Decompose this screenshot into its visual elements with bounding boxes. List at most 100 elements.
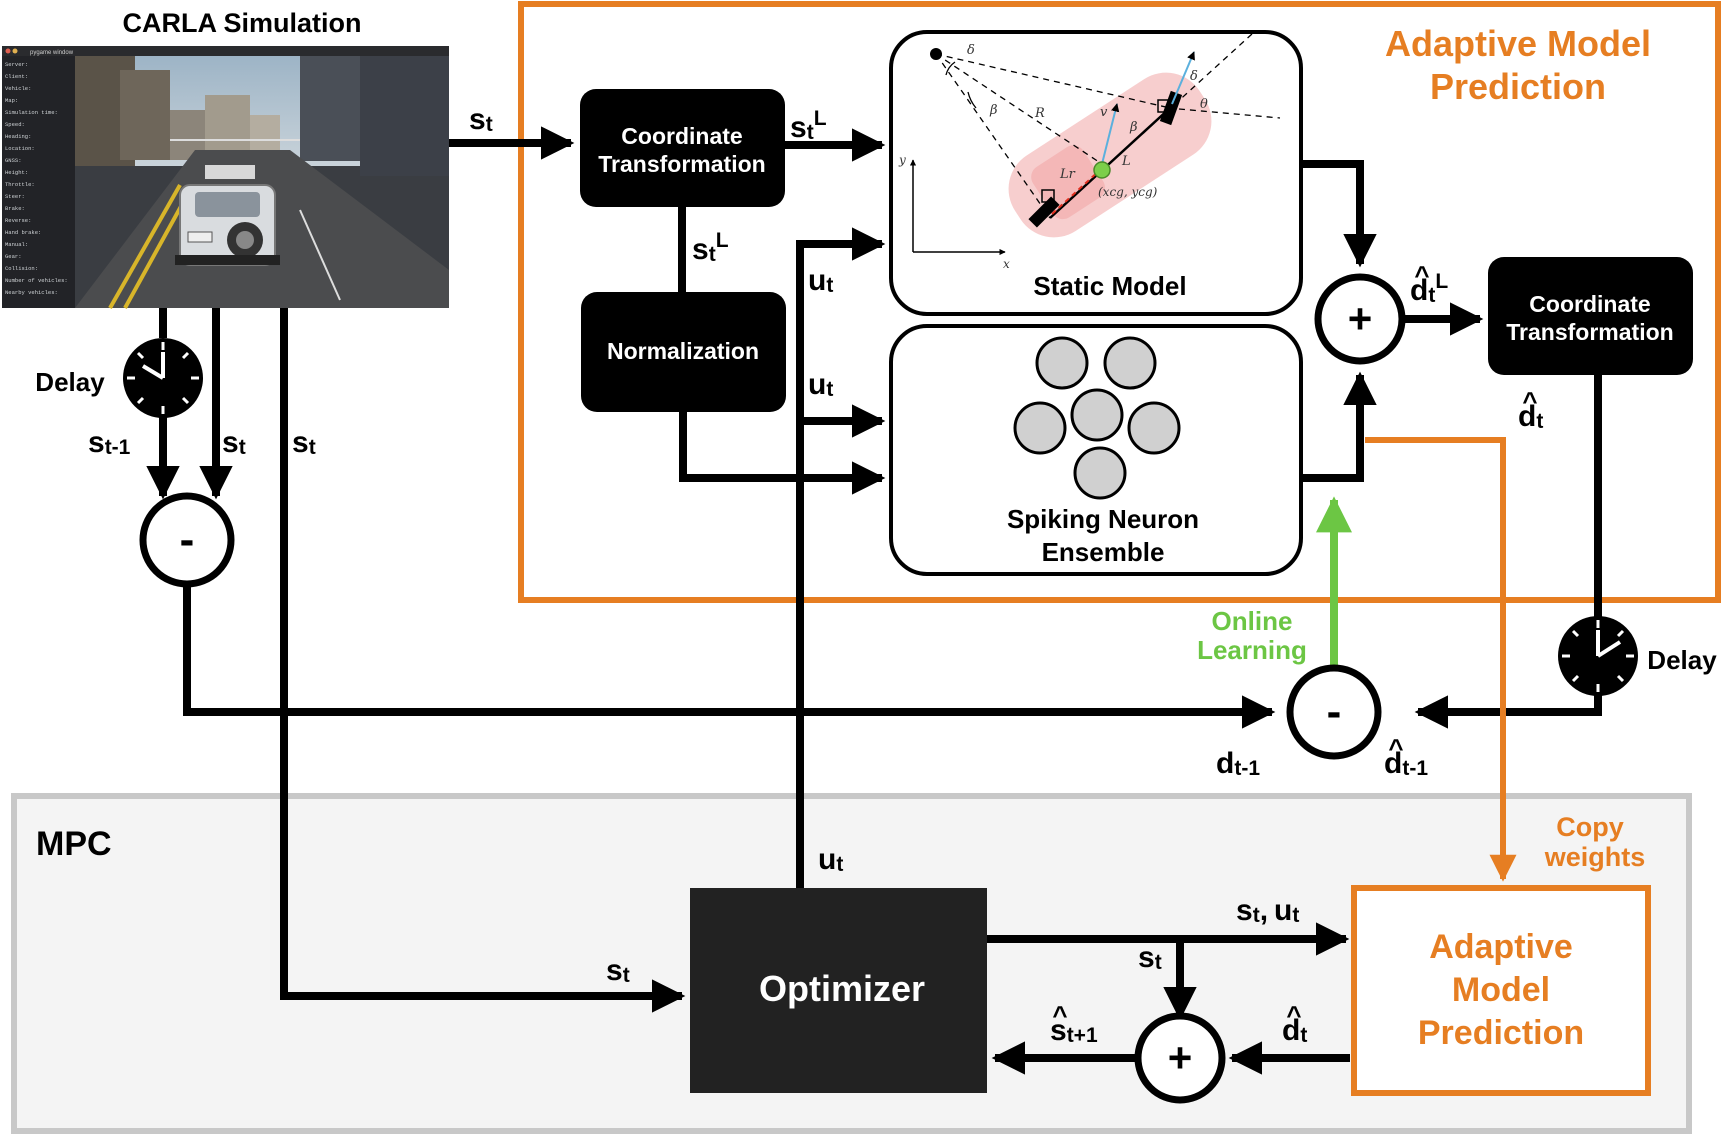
carla-hud-line: Collision: [5,265,38,272]
wire-delay-to-minus [1414,692,1602,729]
symbol-R: R [1034,106,1045,121]
carla-hud-line: GNSS: [5,157,22,164]
delay-clock-right-icon [1558,616,1638,696]
snn-label-line2: Ensemble [1042,537,1165,567]
label-dt-hat-bottom: dt [1282,1014,1307,1047]
copy-weights-line2: weights [1544,842,1646,872]
sum-node-bottom-symbol: + [1168,1034,1193,1081]
label-st-ut-to-amp: st,ut [1236,894,1299,927]
wire-minus-left-to-minus-right [183,584,1276,729]
axis-x-symbol: x [1003,257,1010,271]
minus-node-left-symbol: - [180,515,195,564]
optimizer-block [690,888,987,1093]
adaptive-model-prediction-frame [518,1,1721,603]
delay-right-label: Delay [1647,645,1717,675]
snn-label-line1: Spiking Neuron [1007,504,1199,534]
carla-hud-line: Reverse: [5,217,31,224]
carla-window-title: pygame window [30,50,74,56]
label-ut-optimizer: ut [818,843,843,876]
carla-hud-text: Server:Client:Vehicle:Map:Simulation tim… [5,61,68,296]
carla-hud-line: Nearby vehicles: [5,289,58,296]
online-learning-line2: Learning [1197,635,1307,665]
symbol-Lr: Lr [1059,167,1076,182]
carla-hud-line: Brake: [5,205,25,212]
amp-title-line2: Prediction [1430,66,1606,107]
label-ut-snn: ut [808,368,833,401]
neuron-cluster [1013,336,1181,500]
carla-hud-line: Hand brake: [5,229,41,236]
carla-hud-line: Simulation time: [5,109,58,116]
carla-hud-line: Server: [5,61,28,68]
amp-bottom-line3: Prediction [1418,1014,1584,1052]
online-learning-line1: Online [1212,606,1293,636]
optimizer-label: Optimizer [759,968,925,1009]
symbol-beta-left: β [989,103,998,118]
normalization-label: Normalization [607,338,759,364]
copy-weights-line1: Copy [1556,812,1624,842]
hat-dt-bottom: ^ [1286,1000,1301,1030]
carla-hud-line: Height: [5,169,28,176]
hat-st1: ^ [1052,1000,1067,1030]
carla-hud-line: Gear: [5,253,22,260]
label-dt-1-hat: dt-1 [1384,747,1428,780]
carla-title: CARLA Simulation [123,8,362,38]
coordinate-transformation-out-block [1488,257,1693,375]
delay-left-label: Delay [35,367,105,397]
carla-screenshot: pygame window Server:Client:Vehicle:Map:… [2,46,449,309]
adaptive-model-prediction-bottom-block [1351,885,1651,1096]
symbol-cg: (xcg, ycg) [1098,185,1158,199]
label-dt-1: dt-1 [1216,747,1260,780]
symbol-v: v [1100,105,1108,120]
mpc-title: MPC [36,825,112,863]
carla-hud-line: Map: [5,97,18,104]
hat-dt-1: ^ [1388,733,1403,763]
carla-hud-line: Heading: [5,133,31,140]
wire-norm-to-snn [679,412,886,495]
amp-title-line1: Adaptive Model [1385,23,1651,64]
carla-hud-line: Number of vehicles: [5,277,68,284]
sum-node-top-symbol: + [1348,295,1373,342]
coord-out-line2: Transformation [1506,319,1673,345]
delay-clock-left-icon [123,338,203,418]
minus-node-left [139,492,235,588]
label-stL-static: stL [790,107,827,144]
coord-in-line2: Transformation [598,151,765,177]
amp-bottom-line2: Model [1452,971,1550,1009]
wire-copy-weights [1365,437,1517,882]
symbol-delta-right: δ [1190,69,1198,84]
wire-st-to-optimizer [280,308,686,1013]
axis-y-symbol: y [898,153,906,167]
sum-node-top [1314,273,1406,365]
carla-hud-line: Manual: [5,241,28,248]
static-model-label: Static Model [1033,271,1186,301]
label-st-optimizer-path: st [292,426,316,459]
label-st1-hat: st+1 [1050,1014,1098,1047]
coord-out-line1: Coordinate [1529,291,1650,317]
sum-node-bottom [1134,1012,1226,1104]
label-dt-hat: dt [1518,400,1543,433]
carla-hud-line: Client: [5,73,28,80]
carla-hud-line: Steer: [5,193,25,200]
carla-hud-line: Speed: [5,121,25,128]
label-dtL-hat: dtL [1410,270,1448,307]
carla-hud-line: Throttle: [5,181,35,188]
hat-dtL: ^ [1414,260,1429,290]
wire-static-to-sum [1301,160,1377,268]
minus-node-right-symbol: - [1327,687,1342,736]
label-st-to-optimizer: st [606,954,630,987]
label-st-left: st [222,426,246,459]
label-st-carla-out: st [469,103,493,136]
symbol-theta: θ [1200,97,1208,112]
coord-in-line1: Coordinate [621,123,742,149]
coordinate-transformation-in-block [580,89,785,207]
carla-hud-line: Location: [5,145,35,152]
label-ut-static: ut [808,264,833,297]
normalization-block [581,292,786,412]
symbol-delta-left: δ [967,43,975,58]
wire-snn-to-sum [1301,371,1377,482]
minus-node-right [1286,664,1382,760]
label-stL-norm: stL [692,229,729,266]
amp-bottom-line1: Adaptive [1429,928,1573,966]
symbol-beta-right: β [1129,120,1138,135]
